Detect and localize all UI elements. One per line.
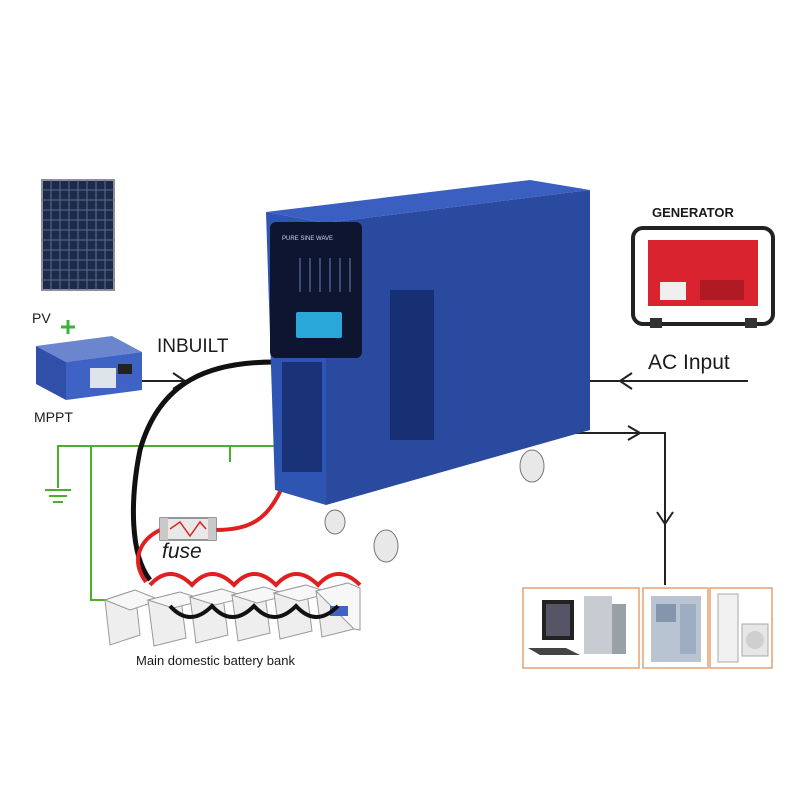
battery-negative-cable — [130, 359, 276, 582]
ground-icon — [45, 489, 71, 503]
fuse-label: fuse — [162, 540, 202, 563]
battery-icon — [230, 586, 291, 642]
arrow-left-icon — [618, 372, 633, 390]
mppt-label: MPPT — [34, 409, 73, 425]
ac-input-label: AC Input — [648, 351, 730, 374]
battery-positive-cable — [136, 528, 161, 584]
battery-icon — [188, 588, 249, 644]
computer-icon — [528, 596, 626, 655]
generator-icon — [631, 226, 775, 328]
fuse-icon — [159, 517, 217, 541]
arrow-down-icon — [656, 511, 674, 526]
inverter-mode-text: PURE SINE WAVE — [282, 236, 333, 242]
ground-wire — [90, 446, 118, 601]
battery-icon — [315, 582, 361, 638]
switchgear-icon — [651, 596, 701, 662]
inbuilt-label: INBUILT — [157, 336, 229, 357]
loads — [522, 587, 773, 669]
battery-bank — [103, 572, 362, 647]
solar-panel-icon — [41, 179, 115, 291]
battery-interconnect — [148, 572, 362, 588]
air-conditioner-icon — [717, 593, 769, 663]
ground-wire — [57, 445, 275, 488]
battery-icon — [146, 591, 207, 647]
battery-interconnect — [168, 603, 340, 619]
ac-output-line — [575, 432, 666, 585]
inverter-icon: PURE SINE WAVE — [266, 180, 590, 563]
battery-bank-label: Main domestic battery bank — [136, 653, 295, 668]
pv-label: PV — [32, 310, 51, 326]
plus-icon — [61, 320, 75, 334]
generator-label: GENERATOR — [652, 205, 734, 220]
arrow-right-icon — [627, 425, 642, 441]
mppt-controller-icon — [36, 336, 142, 400]
battery-icon — [103, 589, 162, 646]
battery-icon — [272, 584, 333, 640]
battery-positive-cable — [214, 479, 287, 532]
